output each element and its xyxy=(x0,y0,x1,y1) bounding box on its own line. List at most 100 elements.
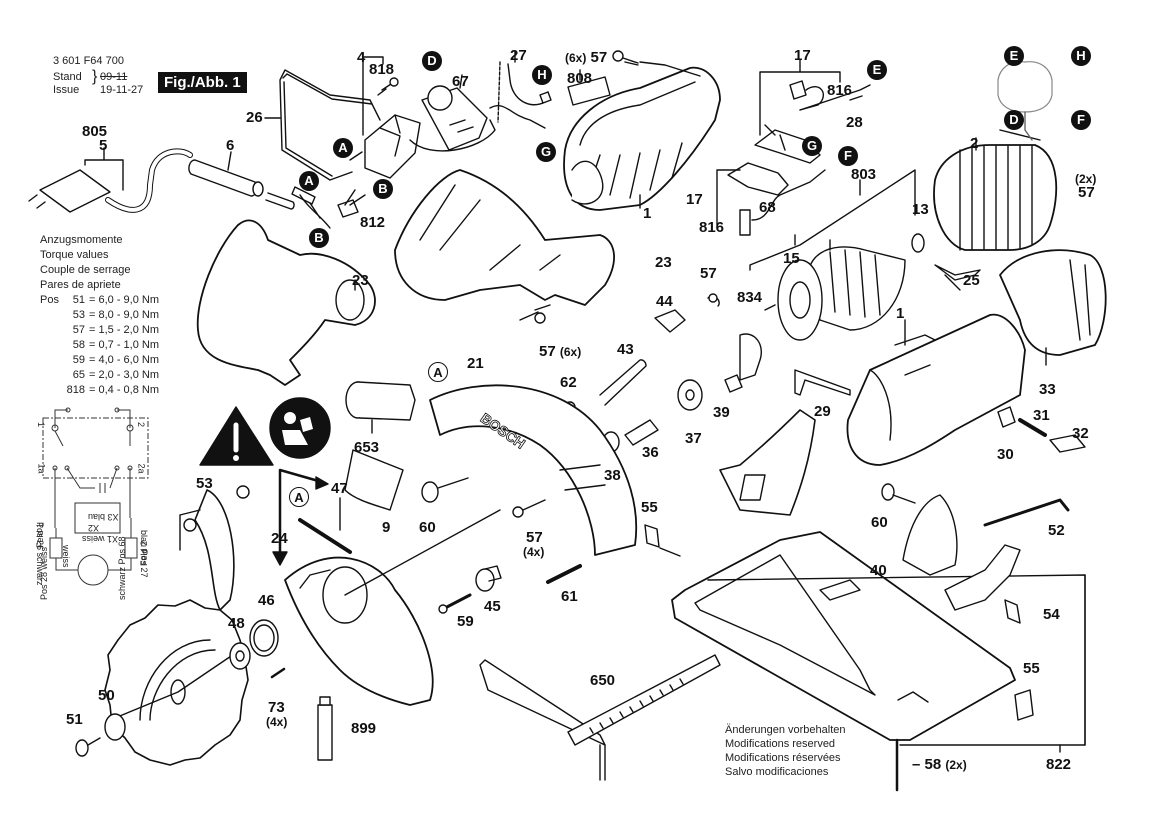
torque-title-es: Pares de apriete xyxy=(40,279,121,291)
part-label-24[interactable]: 24 xyxy=(271,530,288,547)
part-label-803[interactable]: 803 xyxy=(851,166,877,183)
part-qty-57: (2x) xyxy=(1075,172,1097,186)
part-label-53[interactable]: 53 xyxy=(196,475,213,492)
part-label-23[interactable]: 23 xyxy=(352,272,369,289)
motor-housing-half-1 xyxy=(563,66,721,211)
part-label-1[interactable]: 1 xyxy=(643,205,652,222)
issue-label: Issue xyxy=(53,84,80,96)
part-label-44[interactable]: 44 xyxy=(656,293,673,310)
modifications-es: Salvo modificaciones xyxy=(725,766,829,778)
part-label-816[interactable]: 816 xyxy=(827,82,853,99)
part-label-21[interactable]: 21 xyxy=(467,355,484,372)
part-label-37[interactable]: 37 xyxy=(685,430,702,447)
motor-mount-653 xyxy=(345,381,416,434)
part-label-17[interactable]: 17 xyxy=(686,191,703,208)
part-label-47[interactable]: 47 xyxy=(331,480,348,497)
part-label-30[interactable]: 30 xyxy=(997,446,1014,463)
part-label-40[interactable]: 40 xyxy=(870,562,887,579)
part-label-38[interactable]: 38 xyxy=(604,467,621,484)
part-label-812[interactable]: 812 xyxy=(360,214,386,231)
part-label-4[interactable]: 4 xyxy=(357,49,366,66)
part-label-28[interactable]: 28 xyxy=(846,114,863,131)
part-label-58[interactable]: – 58 (2x) xyxy=(912,756,967,773)
part-label-29[interactable]: 29 xyxy=(814,403,831,420)
connector-d-marker: D xyxy=(422,51,442,71)
part-label-50[interactable]: 50 xyxy=(98,687,115,704)
part-label-57[interactable]: 57 xyxy=(526,529,543,546)
part-label-68[interactable]: 68 xyxy=(759,199,776,216)
torque-value: = 2,0 - 3,0 Nm xyxy=(89,369,160,381)
part-label-61[interactable]: 61 xyxy=(561,588,578,605)
part-label-15[interactable]: 15 xyxy=(783,250,800,267)
torque-value: = 0,4 - 0,8 Nm xyxy=(89,384,160,396)
part-label-899[interactable]: 899 xyxy=(351,720,377,737)
part-label-48[interactable]: 48 xyxy=(228,615,245,632)
part-label-816[interactable]: 816 xyxy=(699,219,725,236)
part-label-57[interactable]: 57 xyxy=(700,265,717,282)
part-label-36[interactable]: 36 xyxy=(642,444,659,461)
hex-key-52 xyxy=(983,498,1070,527)
part-label-23[interactable]: 23 xyxy=(655,254,672,271)
part-label-57[interactable]: 57 xyxy=(1078,184,1095,201)
clamp-55-right xyxy=(1014,689,1034,721)
part-label-57[interactable]: (6x) 57 xyxy=(565,49,608,66)
connector-b-marker: B xyxy=(373,179,393,199)
part-label-60[interactable]: 60 xyxy=(871,514,888,531)
wire-label: 1a xyxy=(36,463,47,474)
warning-triangle-icon xyxy=(199,406,274,466)
part-label-650[interactable]: 650 xyxy=(590,672,616,689)
part-label-33[interactable]: 33 xyxy=(1039,381,1056,398)
part-label-25[interactable]: 25 xyxy=(963,272,980,289)
part-label-43[interactable]: 43 xyxy=(617,341,634,358)
part-label-6[interactable]: 6 xyxy=(226,137,235,154)
armature-803 xyxy=(749,169,925,341)
bracket-40-lever-54 xyxy=(881,483,1021,624)
part-label-60[interactable]: 60 xyxy=(419,519,436,536)
part-label-805[interactable]: 805 xyxy=(82,123,108,140)
bracket-25 xyxy=(934,264,981,291)
part-label-73[interactable]: 73 xyxy=(268,699,285,716)
part-label-67[interactable]: 67 xyxy=(452,73,469,90)
part-label-54[interactable]: 54 xyxy=(1043,606,1060,623)
cable-26 xyxy=(264,69,381,181)
connector-b-marker: B xyxy=(309,228,329,248)
part-label-45[interactable]: 45 xyxy=(484,598,501,615)
part-label-13[interactable]: 13 xyxy=(912,201,929,218)
part-label-57[interactable]: 57 (6x) xyxy=(539,343,582,360)
part-label-808[interactable]: 808 xyxy=(567,70,593,87)
connector-h-marker: H xyxy=(532,65,552,85)
part-label-818[interactable]: 818 xyxy=(369,61,395,78)
part-label-1[interactable]: 1 xyxy=(896,305,905,322)
connector-e-marker: E xyxy=(1004,46,1024,66)
brush-holder-17-bottom xyxy=(716,162,826,236)
part-label-46[interactable]: 46 xyxy=(258,592,275,609)
part-label-27[interactable]: 27 xyxy=(510,47,527,64)
part-label-39[interactable]: 39 xyxy=(713,404,730,421)
part-label-51[interactable]: 51 xyxy=(66,711,83,728)
part-label-62[interactable]: 62 xyxy=(560,374,577,391)
part-label-55[interactable]: 55 xyxy=(641,499,658,516)
screw-73 xyxy=(270,667,286,679)
torque-title-fr: Couple de serrage xyxy=(40,264,131,276)
modifications-de: Änderungen vorbehalten xyxy=(725,724,846,736)
pin-61 xyxy=(546,564,582,584)
screw-57-4x xyxy=(512,499,546,518)
part-label-5[interactable]: 5 xyxy=(99,137,108,154)
part-label-653[interactable]: 653 xyxy=(354,439,380,456)
part-label-31[interactable]: 31 xyxy=(1033,407,1050,424)
part-label-52[interactable]: 52 xyxy=(1048,522,1065,539)
part-label-32[interactable]: 32 xyxy=(1072,425,1089,442)
part-label-17[interactable]: 17 xyxy=(794,47,811,64)
switch-4 xyxy=(349,56,421,179)
part-label-55[interactable]: 55 xyxy=(1023,660,1040,677)
part-label-59[interactable]: 59 xyxy=(457,613,474,630)
saw-blade xyxy=(104,599,249,766)
part-label-822[interactable]: 822 xyxy=(1046,756,1072,773)
part-label-834[interactable]: 834 xyxy=(737,289,763,306)
screw-818 xyxy=(377,77,399,96)
part-label-2[interactable]: 2 xyxy=(970,135,979,152)
part-qty-73: (4x) xyxy=(266,715,288,729)
part-label-9[interactable]: 9 xyxy=(382,519,391,536)
part-label-26[interactable]: 26 xyxy=(246,109,263,126)
torque-title-de: Anzugsmomente xyxy=(40,234,123,246)
